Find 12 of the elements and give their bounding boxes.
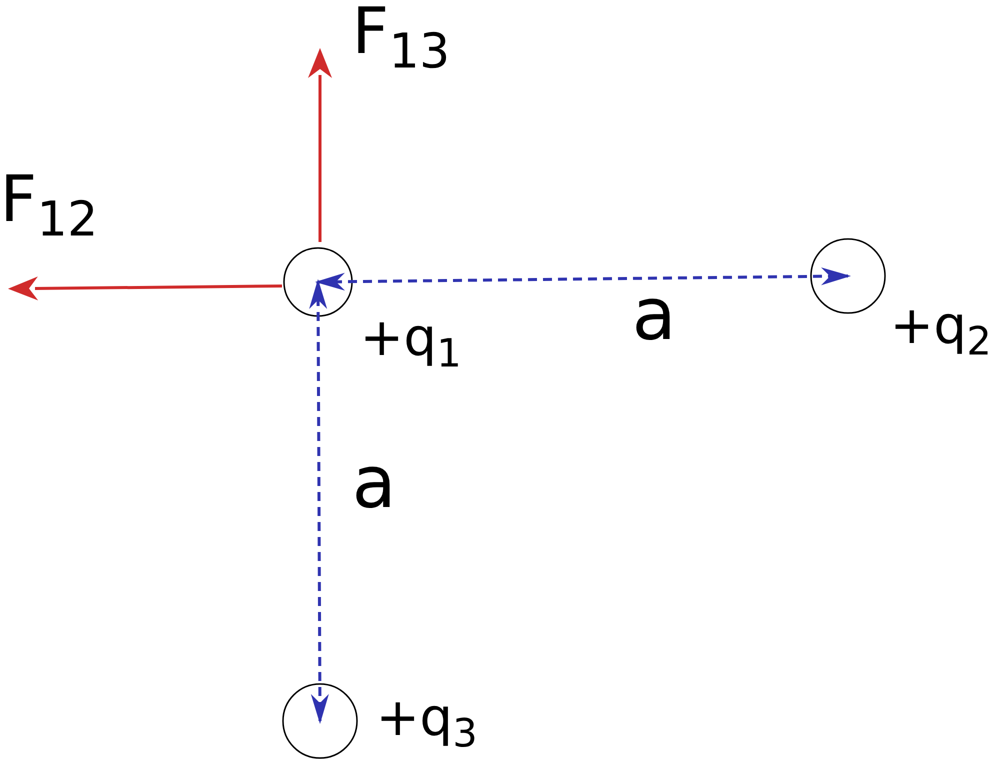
charge-label: +q$_{3}$ [376,692,478,754]
edge-label: a [352,446,396,518]
charge-label: +q$_{1}$ [360,312,462,374]
arrow [309,279,329,724]
force-label: F$_{13}$ [352,0,450,76]
charge-circle [810,238,886,314]
charge-circle [283,247,353,317]
edge-label: a [632,278,676,350]
charge-circle [282,683,358,759]
arrow [315,267,851,291]
force-label: F$_{12}$ [0,168,98,244]
charge-label: +q$_{2}$ [890,300,992,362]
